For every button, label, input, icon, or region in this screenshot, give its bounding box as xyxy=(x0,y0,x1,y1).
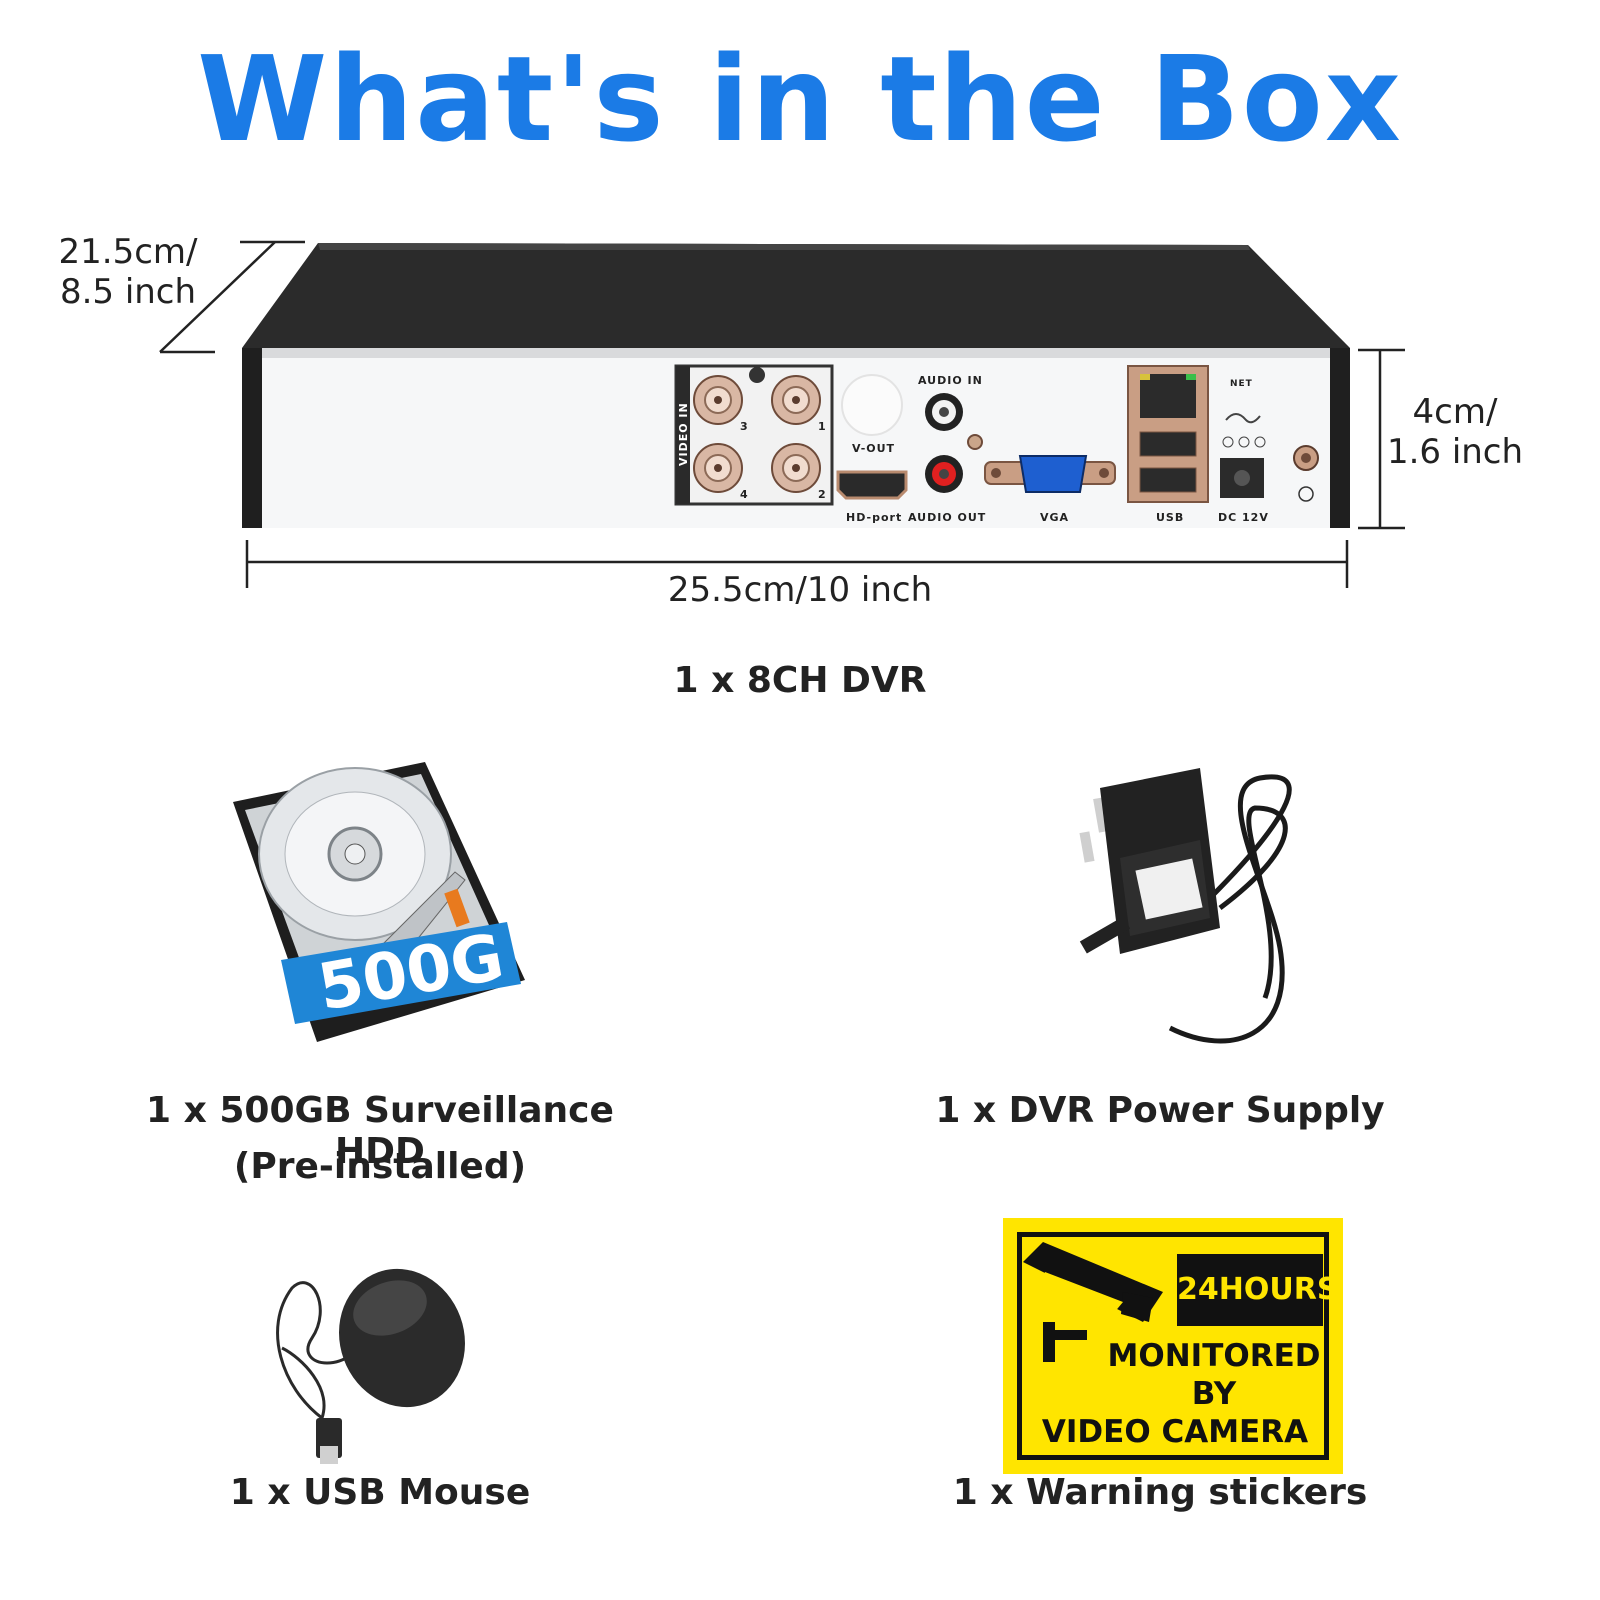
mouse-illustration xyxy=(276,1268,465,1464)
sticker-hours-badge: 24HOURS xyxy=(1177,1254,1338,1326)
hdd-caption-line2: (Pre-installed) xyxy=(233,1146,527,1187)
audio-out-label: AUDIO OUT xyxy=(908,511,986,524)
power-supply-caption: 1 x DVR Power Supply xyxy=(935,1090,1385,1131)
hd-port-label: HD-port xyxy=(846,511,902,524)
net-label: NET xyxy=(1230,379,1253,389)
channel-1-label: 1 xyxy=(818,420,827,433)
dimension-lines xyxy=(159,240,1405,588)
dvr-illustration: VIDEO IN 3 1 4 2 V-OUT HD-port AUDIO IN … xyxy=(159,240,1405,588)
dc-12v-label: DC 12V xyxy=(1218,511,1269,524)
v-out-label: V-OUT xyxy=(852,442,895,455)
channel-4-label: 4 xyxy=(740,488,749,501)
video-in-label: VIDEO IN xyxy=(677,402,690,466)
cctv-camera-icon xyxy=(1023,1242,1163,1362)
sticker-line2: BY xyxy=(1191,1376,1237,1412)
dvr-width-label: 25.5cm/10 inch xyxy=(667,570,933,610)
dvr-height-label: 4cm/ 1.6 inch xyxy=(1386,392,1524,472)
warning-sticker-caption: 1 x Warning stickers xyxy=(952,1472,1368,1513)
dvr-caption: 1 x 8CH DVR xyxy=(673,660,927,701)
audio-in-label: AUDIO IN xyxy=(918,374,983,387)
power-supply-illustration xyxy=(1079,768,1292,1044)
warning-sticker: 24HOURS MONITORED BY VIDEO CAMERA xyxy=(1003,1218,1343,1474)
vga-label: VGA xyxy=(1040,511,1069,524)
channel-3-label: 3 xyxy=(740,420,749,433)
bnc-connectors xyxy=(693,375,821,493)
hdd-illustration: 500G xyxy=(233,762,525,1042)
hdd-caption-line1: 1 x 500GB Surveillance HDD xyxy=(146,1090,614,1172)
page-title: What's in the Box xyxy=(197,30,1403,168)
dvr-depth-label: 21.5cm/ 8.5 inch xyxy=(58,232,198,312)
sticker-line3: VIDEO CAMERA xyxy=(1041,1414,1309,1450)
channel-2-label: 2 xyxy=(818,488,827,501)
sticker-line1: MONITORED xyxy=(1107,1338,1321,1374)
usb-label: USB xyxy=(1156,511,1184,524)
mouse-caption: 1 x USB Mouse xyxy=(229,1472,531,1513)
